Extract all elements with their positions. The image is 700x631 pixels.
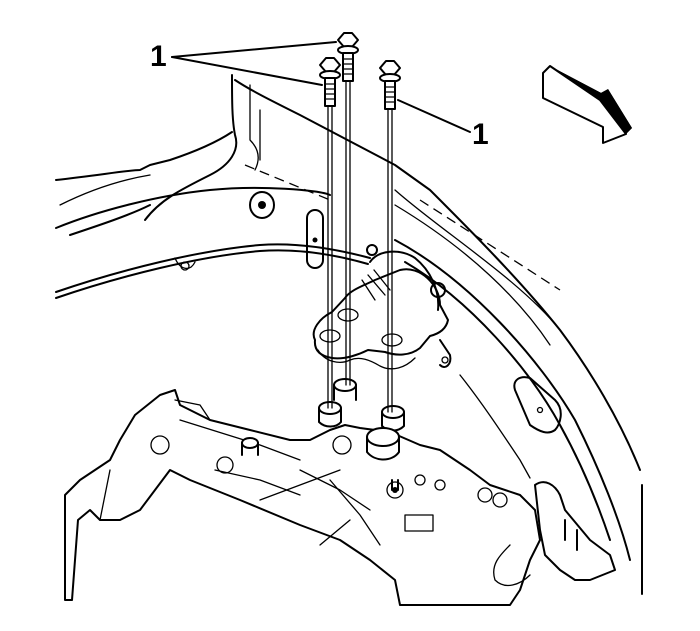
body-frame	[55, 74, 643, 595]
splash-shield	[459, 374, 616, 581]
bolts	[319, 32, 401, 413]
callout-label-1a: 1	[150, 40, 167, 73]
arrow-down-right-icon	[542, 65, 632, 144]
bolt-left	[319, 57, 341, 409]
leader-lines	[171, 41, 471, 133]
bolt-middle	[337, 32, 359, 386]
callout-label-1b: 1	[472, 118, 489, 151]
transaxle	[64, 378, 541, 606]
mount-bracket	[312, 244, 452, 370]
bolt-right	[379, 60, 401, 413]
